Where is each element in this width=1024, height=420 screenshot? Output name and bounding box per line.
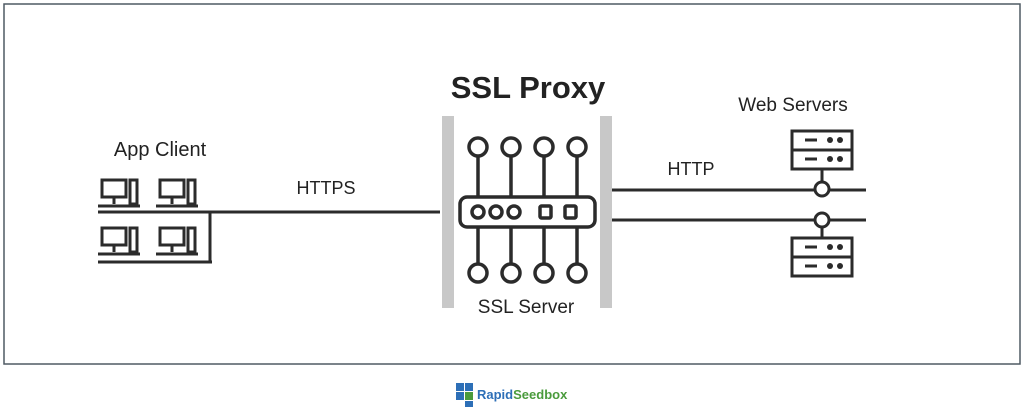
proxy-right-bar — [600, 116, 612, 308]
computer-icon — [156, 178, 198, 208]
ssl-server-label: SSL Server — [478, 297, 575, 318]
server-icon — [790, 129, 854, 198]
ssl-server-icon — [458, 136, 597, 284]
diagram-title: SSL Proxy — [451, 70, 606, 105]
logo-text-prefix: Rapid — [477, 387, 513, 402]
computer-icon — [156, 226, 198, 256]
web-servers-label: Web Servers — [738, 95, 847, 116]
server-icon — [790, 211, 854, 278]
proxy-left-bar — [442, 116, 454, 308]
svg-text:RapidSeedbox: RapidSeedbox — [477, 387, 568, 402]
computer-icon — [98, 226, 140, 256]
computer-icon — [98, 178, 140, 208]
rapidseedbox-logo: RapidSeedbox — [456, 383, 568, 407]
https-label: HTTPS — [296, 178, 355, 198]
logo-text-suffix: Seedbox — [513, 387, 568, 402]
app-client-computers — [98, 178, 212, 264]
app-client-label: App Client — [114, 139, 207, 161]
http-label: HTTP — [668, 159, 715, 179]
logo-mark-icon — [456, 383, 473, 407]
